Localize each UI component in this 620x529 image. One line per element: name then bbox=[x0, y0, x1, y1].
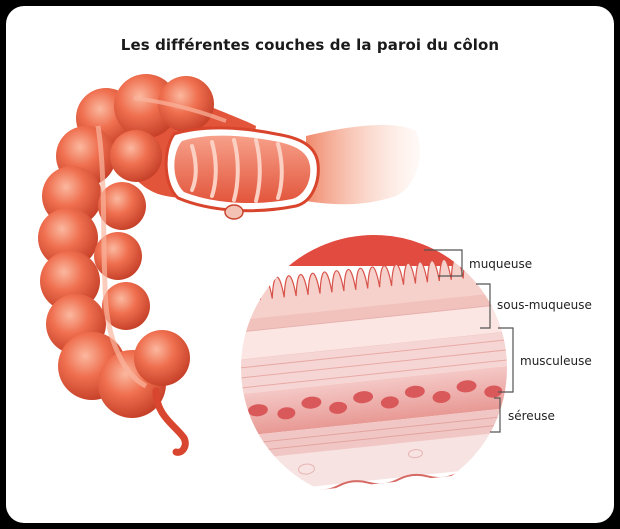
label-sous-muqueuse: sous-muqueuse bbox=[497, 298, 592, 312]
transverse-colon-tail bbox=[306, 125, 420, 204]
diagram-card: Les différentes couches de la paroi du c… bbox=[6, 6, 614, 523]
colon-cutaway bbox=[166, 128, 318, 219]
label-sereuse: séreuse bbox=[508, 409, 555, 423]
label-musculeuse: musculeuse bbox=[520, 354, 592, 368]
label-muqueuse: muqueuse bbox=[469, 257, 532, 271]
